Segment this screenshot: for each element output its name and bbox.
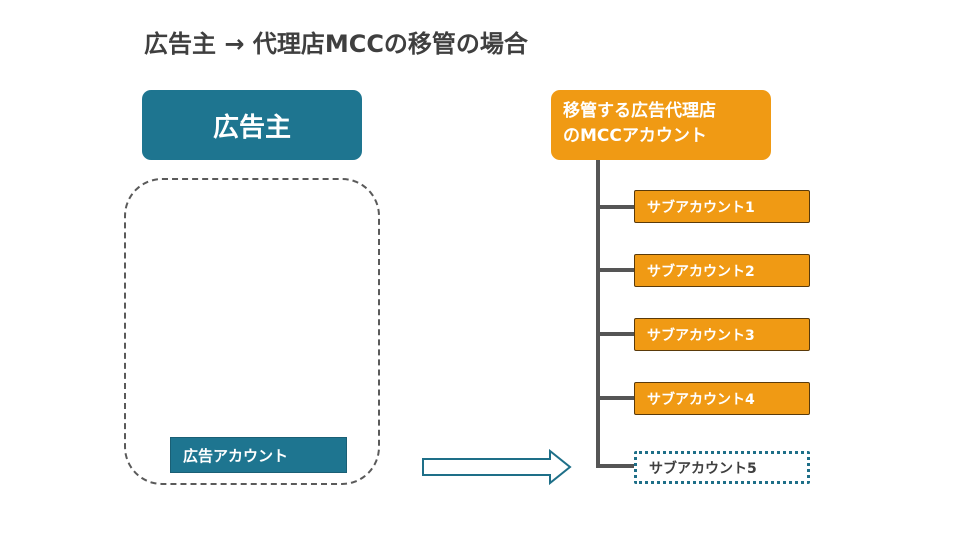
sub-account-label: サブアカウント4 (647, 391, 755, 408)
advertiser-container (124, 178, 380, 485)
page-title: 広告主 → 代理店MCCの移管の場合 (144, 30, 528, 58)
mcc-label-line1: 移管する広告代理店 (563, 101, 716, 121)
sub-account-5-new: サブアカウント5 (634, 451, 810, 484)
mcc-account-box: 移管する広告代理店 のMCCアカウント (551, 90, 771, 160)
transfer-arrow-icon (422, 449, 572, 486)
advertiser-label: 広告主 (212, 112, 291, 143)
sub-account-label: サブアカウント5 (649, 460, 757, 477)
sub-account-label: サブアカウント3 (647, 327, 755, 344)
ad-account-box: 広告アカウント (170, 437, 347, 473)
sub-account-label: サブアカウント1 (647, 199, 755, 216)
ad-account-label: 広告アカウント (183, 446, 289, 465)
sub-account-3: サブアカウント3 (634, 318, 810, 351)
advertiser-box: 広告主 (142, 90, 362, 160)
sub-account-2: サブアカウント2 (634, 254, 810, 287)
sub-account-label: サブアカウント2 (647, 263, 755, 280)
sub-account-4: サブアカウント4 (634, 382, 810, 415)
sub-account-1: サブアカウント1 (634, 190, 810, 223)
mcc-label-line2: のMCCアカウント (563, 126, 707, 146)
